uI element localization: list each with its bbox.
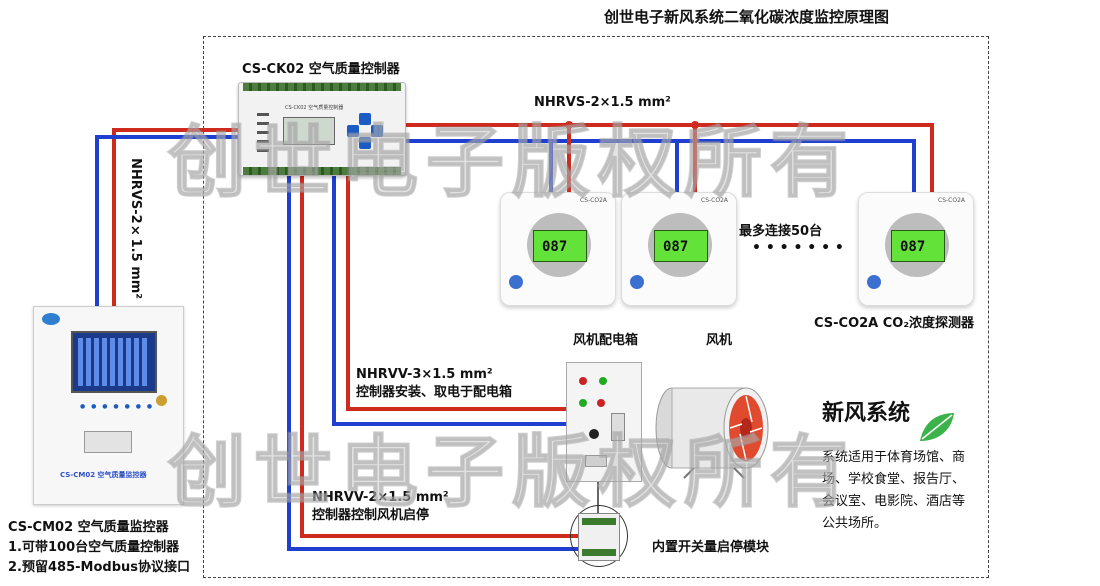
module-callout <box>570 505 628 567</box>
bus-left-label: NHRVS-2×1.5 mm² <box>128 158 143 299</box>
junction-1 <box>565 121 573 129</box>
brand-logo-icon <box>509 275 523 289</box>
watermark: 创世电子版权所有 <box>167 117 857 209</box>
axial-fan-icon <box>655 387 769 479</box>
watermark: 创世电子版权所有 <box>167 427 857 519</box>
diagram-title: 创世电子新风系统二氧化碳浓度监控原理图 <box>604 8 890 26</box>
control-blue <box>287 174 578 551</box>
fresh-air-description: 系统适用于体育场馆、商场、学校食堂、报告厅、会议室、电影院、酒店等公共场所。 <box>822 450 966 531</box>
max-sensors-note: 最多连接50台 <box>739 224 823 239</box>
fan-box-label: 风机配电箱 <box>573 333 639 348</box>
sensor-display: 087 <box>654 230 708 262</box>
monitor-caption-line: 1.可带100台空气质量控制器 <box>8 540 180 555</box>
run-lamp-icon <box>579 399 587 407</box>
sensor-model: CS-CO2A <box>938 197 965 204</box>
fault-lamp-icon <box>597 399 605 407</box>
control-line-label: NHRVV-2×1.5 mm² 控制器控制风机启停 <box>312 489 449 525</box>
status-leds: ● ● ● ● ● ● ● <box>80 403 155 410</box>
controller-label: CS-CK02 空气质量控制器 <box>242 62 400 77</box>
power-line-label: NHRVV-3×1.5 mm² 控制器安装、取电于配电箱 <box>356 366 512 402</box>
power-line-note: 控制器安装、取电于配电箱 <box>356 385 513 400</box>
continuation-dots: • • • • • • • <box>752 240 844 256</box>
terminal-strip-bottom <box>243 167 401 175</box>
power-line-spec: NHRVV-3×1.5 mm² <box>356 367 493 382</box>
start-button-icon <box>599 377 607 385</box>
lock-icon <box>156 395 167 406</box>
printer-slot <box>84 431 132 453</box>
sensor-display: 087 <box>891 230 945 262</box>
brand-logo-icon <box>42 313 60 325</box>
system-boundary <box>203 36 989 578</box>
bus-red-left <box>112 128 238 306</box>
monitor-caption-line: 2.预留485-Modbus协议接口 <box>8 560 190 575</box>
brand-logo-icon <box>867 275 881 289</box>
module-label: 内置开关量启停模块 <box>652 540 770 555</box>
cm02-monitor-cabinet: ● ● ● ● ● ● ● CS-CM02 空气质量监控器 <box>33 306 184 505</box>
indicator-leds <box>257 113 277 158</box>
monitor-panel-text: CS-CM02 空气质量监控器 <box>60 471 147 479</box>
sensor-reading: 087 <box>663 239 689 255</box>
bus-top-label: NHRVS-2×1.5 mm² <box>534 95 671 110</box>
bus-blue-top <box>404 139 916 192</box>
monitor-caption: CS-CM02 空气质量监控器 1.可带100台空气质量控制器 2.预留485-… <box>8 518 190 578</box>
sensor-display: 087 <box>533 230 587 262</box>
co2-sensor-1: CS-CO2A 087 <box>500 192 616 306</box>
bus-blue-left <box>95 135 238 306</box>
co2-sensor-3: CS-CO2A 087 <box>858 192 974 306</box>
controller-panel-text: CS-CK02 空气质量控制器 <box>285 105 344 111</box>
control-line-note: 控制器控制风机启停 <box>312 508 430 523</box>
fresh-air-title: 新风系统 <box>822 401 911 426</box>
brand-logo-icon <box>630 275 644 289</box>
selector-switch-icon <box>589 429 599 439</box>
ck02-controller: CS-CK02 空气质量控制器 <box>238 82 406 176</box>
co2-sensor-2: CS-CO2A 087 <box>621 192 737 306</box>
fan-distribution-box <box>566 362 642 482</box>
stop-button-icon <box>579 377 587 385</box>
junction-2 <box>691 121 699 129</box>
power-blue <box>332 174 566 426</box>
relay-module <box>578 513 620 561</box>
power-red <box>346 174 566 411</box>
control-line-spec: NHRVV-2×1.5 mm² <box>312 490 449 505</box>
leaf-icon <box>920 413 954 441</box>
sensor-reading: 087 <box>542 239 568 255</box>
monitor-caption-line: CS-CM02 空气质量监控器 <box>8 520 169 535</box>
terminal-strip-top <box>243 83 401 91</box>
bus-red-top <box>404 123 934 192</box>
sensor-label: CS-CO2A CO₂浓度探测器 <box>814 316 975 331</box>
meter-icon <box>611 413 625 441</box>
sensor-model: CS-CO2A <box>580 197 607 204</box>
sensor-model: CS-CO2A <box>701 197 728 204</box>
keypad-icon <box>347 113 383 149</box>
touch-screen <box>71 331 157 393</box>
control-red <box>300 174 578 538</box>
controller-screen <box>283 117 335 145</box>
fan-label: 风机 <box>706 333 733 348</box>
sensor-reading: 087 <box>900 239 926 255</box>
nameplate <box>585 455 607 467</box>
